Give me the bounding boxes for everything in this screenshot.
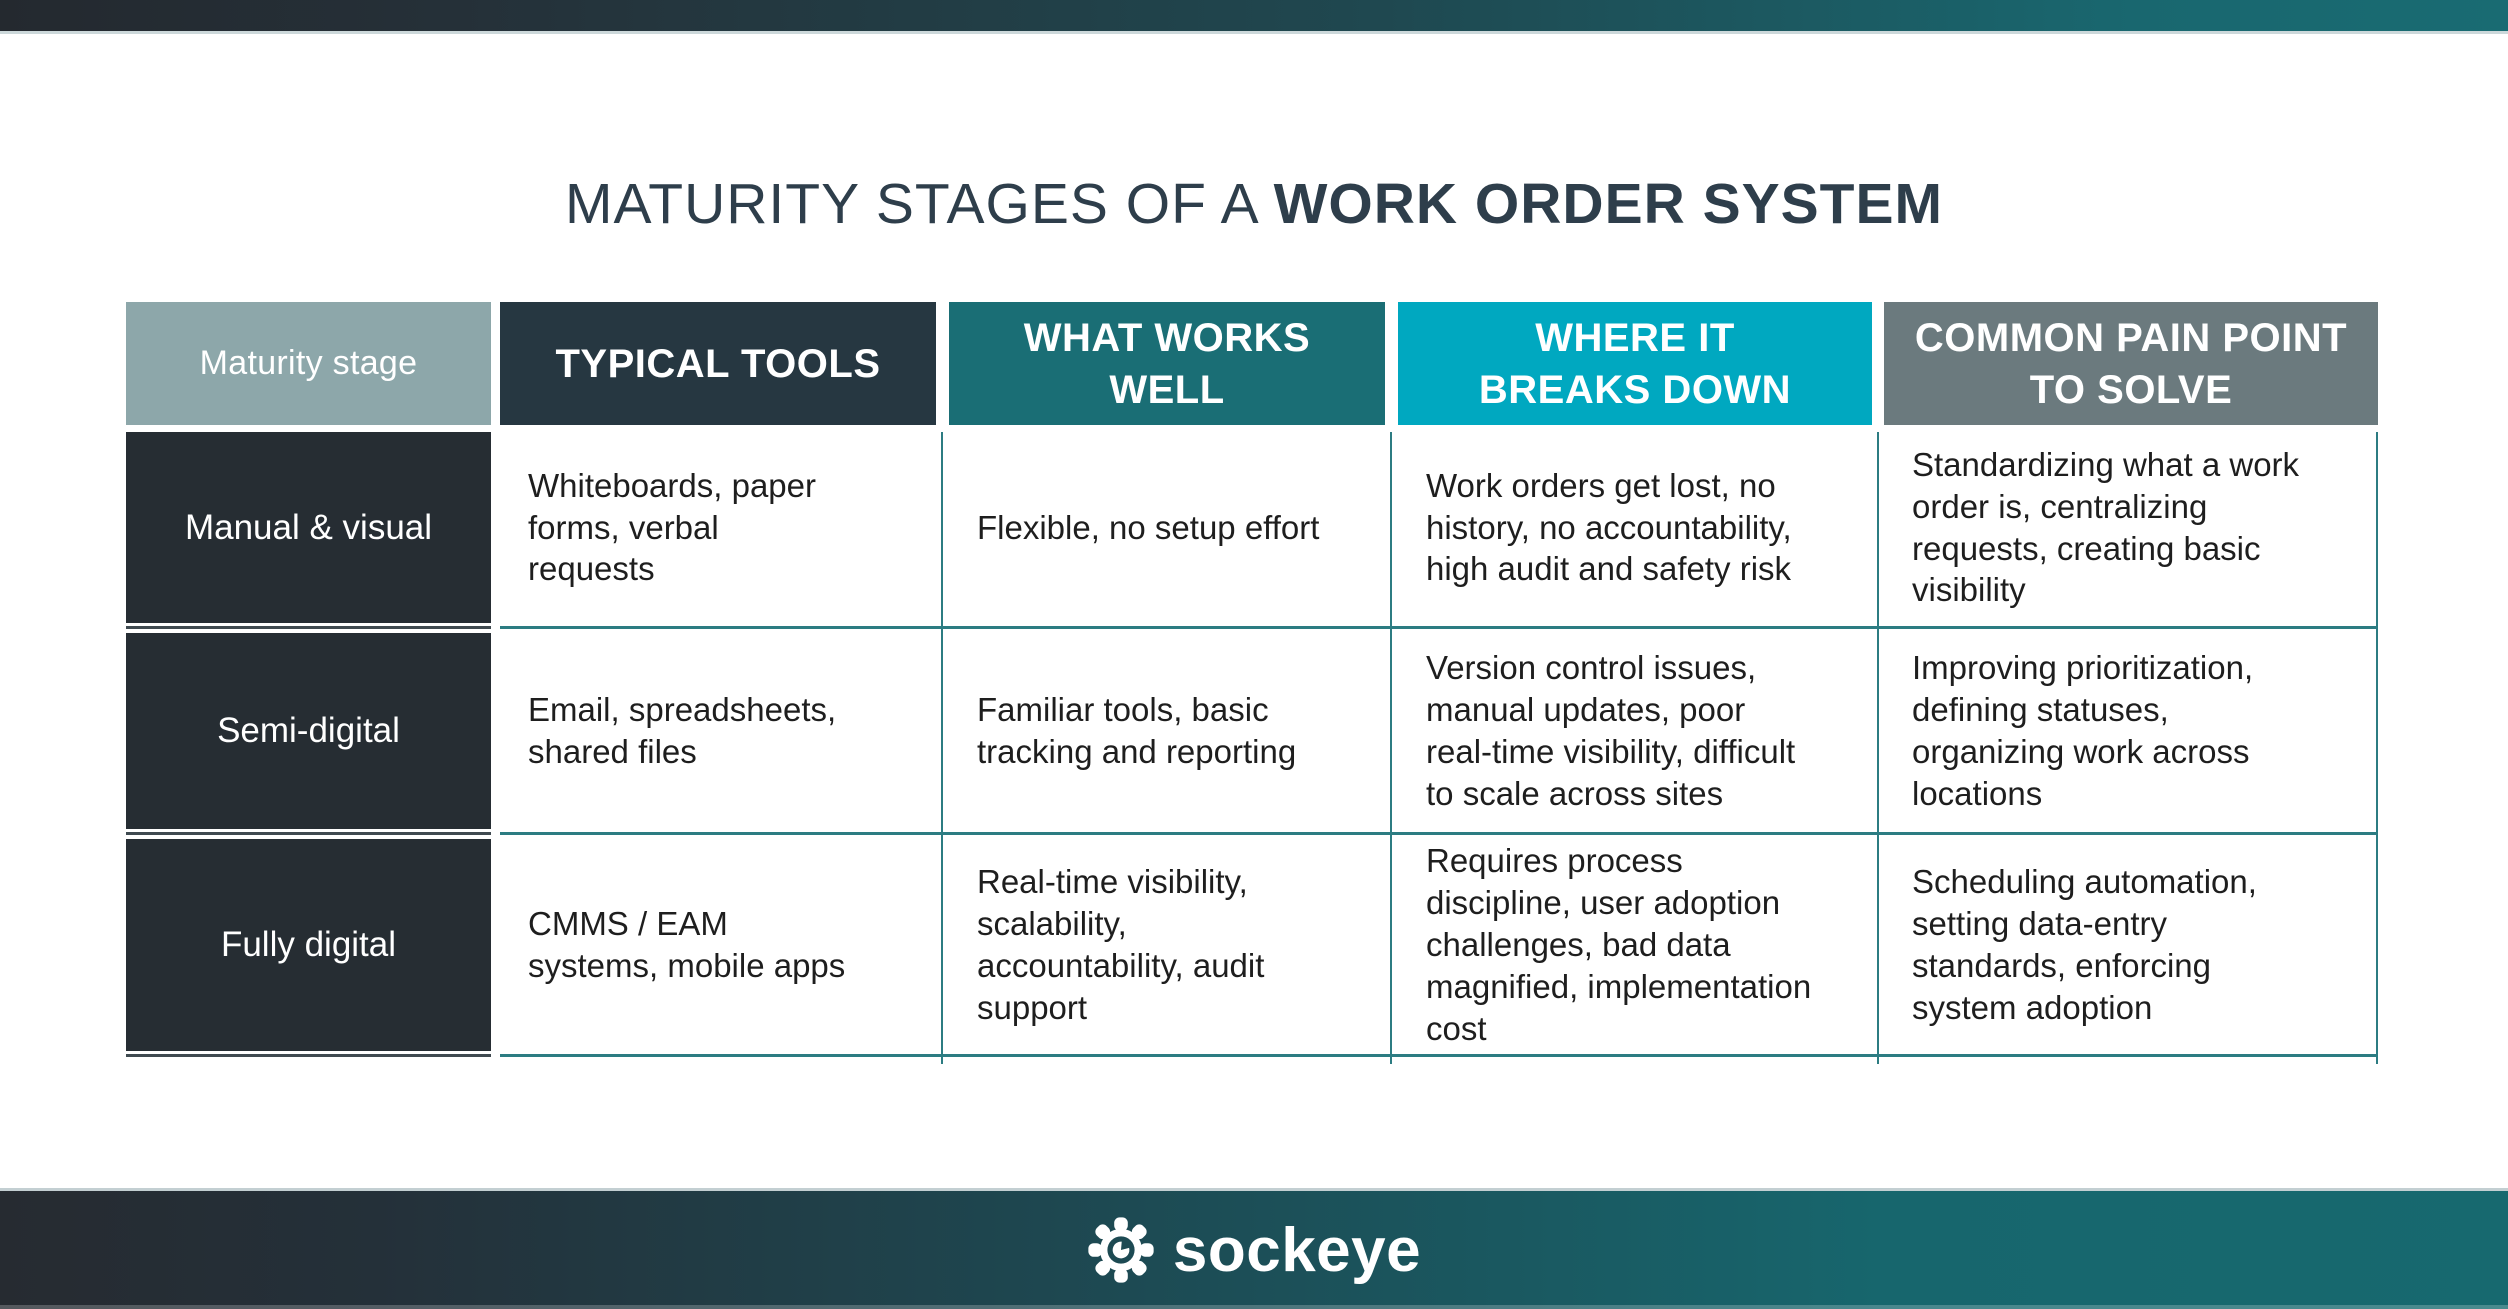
table-row-fully-digital: Fully digital CMMS / EAM systems, mobile… <box>126 839 2378 1051</box>
header-cell-common-pain-point: COMMON PAIN POINT TO SOLVE <box>1884 302 2378 425</box>
header-cell-where-it-breaks-down: WHERE IT BREAKS DOWN <box>1398 302 1872 425</box>
column-separator <box>941 432 943 1064</box>
stage-cell: Semi-digital <box>126 633 491 829</box>
maturity-table: Maturity stage TYPICAL TOOLS WHAT WORKS … <box>126 302 2378 1102</box>
breaks-cell: Requires process discipline, user adopti… <box>1398 839 1872 1051</box>
header-cell-what-works-well: WHAT WORKS WELL <box>949 302 1385 425</box>
tools-cell: Email, spreadsheets, shared files <box>500 633 936 829</box>
table-bottom-divider <box>126 1054 2378 1057</box>
breaks-cell: Work orders get lost, no history, no acc… <box>1398 432 1872 623</box>
works-cell: Familiar tools, basic tracking and repor… <box>949 633 1385 829</box>
table-row-manual-visual: Manual & visual Whiteboards, paper forms… <box>126 432 2378 623</box>
header-label: Maturity stage <box>199 344 418 383</box>
tools-cell: Whiteboards, paper forms, verbal request… <box>500 432 936 623</box>
gear-icon <box>1088 1217 1154 1283</box>
row-divider <box>126 626 2378 629</box>
stage-cell: Fully digital <box>126 839 491 1051</box>
breaks-cell: Version control issues, manual updates, … <box>1398 633 1872 829</box>
header-label: COMMON PAIN POINT TO SOLVE <box>1914 315 2348 412</box>
works-cell: Flexible, no setup effort <box>949 432 1385 623</box>
stage-label: Fully digital <box>220 925 397 964</box>
table-row-semi-digital: Semi-digital Email, spreadsheets, shared… <box>126 633 2378 829</box>
table-header-row: Maturity stage TYPICAL TOOLS WHAT WORKS … <box>126 302 2378 425</box>
footer-bar: sockeye <box>0 1188 2508 1309</box>
header-cell-maturity-stage: Maturity stage <box>126 302 491 425</box>
stage-cell: Manual & visual <box>126 432 491 623</box>
header-label: WHERE IT BREAKS DOWN <box>1478 315 1792 412</box>
tools-cell: CMMS / EAM systems, mobile apps <box>500 839 936 1051</box>
pain-cell: Standardizing what a work order is, cent… <box>1884 432 2378 623</box>
row-divider <box>126 832 2378 835</box>
header-label: TYPICAL TOOLS <box>555 341 881 386</box>
column-separator <box>1877 432 1879 1064</box>
header-label: WHAT WORKS WELL <box>1023 315 1311 412</box>
table-right-border <box>2376 432 2378 1064</box>
header-cell-typical-tools: TYPICAL TOOLS <box>500 302 936 425</box>
column-separator <box>1390 432 1392 1064</box>
stage-label: Manual & visual <box>184 507 433 547</box>
works-cell: Real-time visibility, scalability, accou… <box>949 839 1385 1051</box>
stage-label: Semi-digital <box>217 711 400 750</box>
page-title-bold: WORK ORDER SYSTEM <box>1273 172 1943 237</box>
pain-cell: Improving prioritization, defining statu… <box>1884 633 2378 829</box>
top-accent-bar <box>0 0 2508 34</box>
page-title-regular: MATURITY STAGES OF A <box>565 172 1260 237</box>
brand-name: sockeye <box>1172 1215 1422 1285</box>
pain-cell: Scheduling automation, setting data-entr… <box>1884 839 2378 1051</box>
sockeye-logo: sockeye <box>1087 1215 1421 1286</box>
